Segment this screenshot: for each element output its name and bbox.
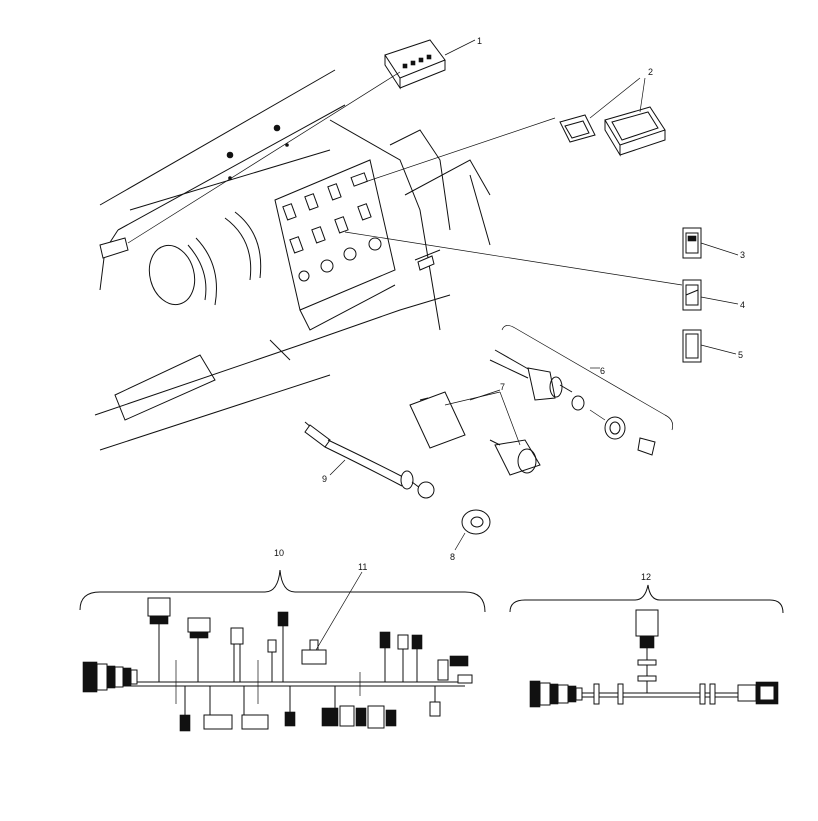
callout-9: 9 [322, 474, 327, 484]
part-8-grommet [454, 509, 491, 551]
bracket-12 [509, 584, 784, 614]
callout-labels: 1 2 3 4 5 6 7 8 9 10 11 12 [274, 36, 745, 651]
dashboard-panel [94, 69, 491, 451]
callout-4: 4 [740, 300, 745, 310]
callout-10: 10 [274, 548, 284, 558]
callout-11: 11 [358, 562, 367, 572]
callout-6: 6 [600, 366, 605, 376]
part-7-outlet-sleeve [409, 389, 541, 476]
callout-1: 1 [477, 36, 482, 46]
part-6-power-outlet [489, 325, 674, 456]
callout-12: 12 [641, 572, 651, 582]
callout-3: 3 [740, 250, 745, 260]
part-9-choke-cable [304, 421, 435, 499]
part-5-switch-blank [682, 329, 737, 363]
callout-5: 5 [738, 350, 743, 360]
bracket-10 [79, 569, 486, 613]
callout-7: 7 [500, 382, 505, 392]
part-4-rocker-switch [344, 231, 739, 311]
part-12-sub-harness [529, 609, 779, 708]
callout-2: 2 [648, 67, 653, 77]
part-1-connector-block [127, 39, 476, 244]
part-10-main-harness [82, 597, 473, 732]
part-3-rocker-switch [682, 227, 739, 259]
part-2-indicator-lens [364, 77, 666, 183]
callout-8: 8 [450, 552, 455, 562]
